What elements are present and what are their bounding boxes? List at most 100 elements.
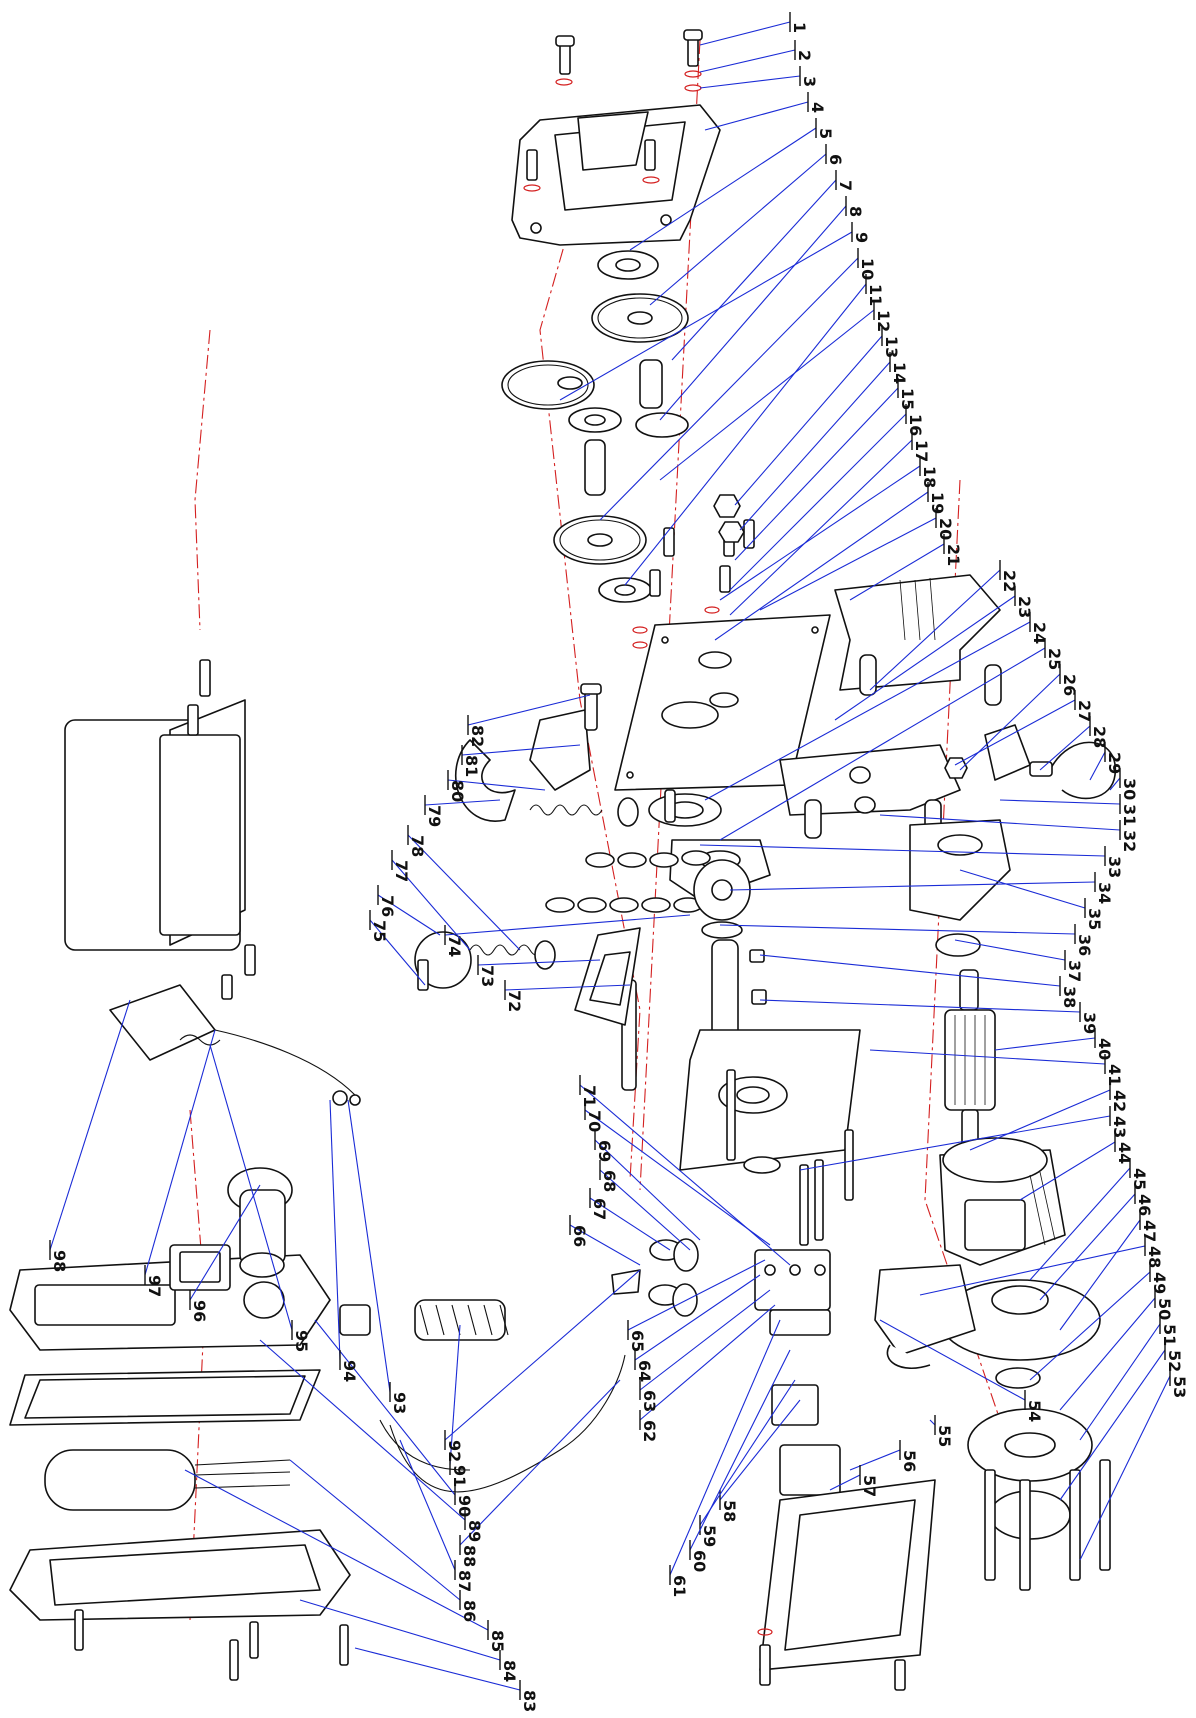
- leader-line-95: [209, 1044, 293, 1331]
- leader-line-51: [1079, 1323, 1161, 1441]
- switch-button: [169, 1244, 231, 1291]
- leader-line-74: [444, 914, 691, 936]
- leader-line-54: [879, 1319, 1026, 1401]
- leader-line-45: [1029, 1167, 1131, 1281]
- leader-line-38: [759, 954, 1061, 987]
- leader-line-73: [477, 959, 601, 966]
- callout-label-13: 13: [882, 336, 901, 358]
- terminal-block: [754, 1249, 831, 1336]
- callout-label-75: 75: [370, 920, 389, 942]
- callout-label-39: 39: [1080, 1012, 1099, 1034]
- callout-label-21: 21: [944, 544, 963, 566]
- leader-line-11: [624, 283, 867, 586]
- callout-label-71: 71: [580, 1085, 599, 1107]
- leader-line-43: [799, 1115, 1111, 1171]
- leader-line-7: [671, 179, 837, 361]
- callout-label-77: 77: [392, 860, 411, 882]
- callout-label-48: 48: [1145, 1246, 1164, 1268]
- callout-label-16: 16: [906, 414, 925, 436]
- callout-label-91: 91: [450, 1465, 469, 1487]
- leader-line-90: [314, 1319, 456, 1496]
- control-relays: [771, 1384, 841, 1496]
- leader-line-49: [1029, 1271, 1151, 1381]
- callout-label-76: 76: [378, 895, 397, 917]
- leader-line-25: [719, 647, 1046, 841]
- bearing-left: [568, 407, 622, 433]
- junction-cover: [874, 1264, 976, 1370]
- gear-plate-bolts: [632, 494, 755, 649]
- gear-mounting-plate: [614, 614, 831, 791]
- leader-line-83: [354, 1647, 521, 1691]
- leader-line-84: [299, 1599, 501, 1661]
- callout-label-92: 92: [445, 1440, 464, 1462]
- leader-line-70: [584, 1109, 771, 1246]
- leader-line-10: [599, 257, 859, 521]
- pendant-bottom-housing: [9, 1529, 351, 1621]
- callout-label-68: 68: [600, 1170, 619, 1192]
- callout-label-1: 1: [790, 22, 809, 33]
- leader-line-50: [1059, 1297, 1156, 1411]
- leader-line-6: [649, 153, 827, 306]
- fan-bearing: [995, 1367, 1041, 1389]
- callout-label-50: 50: [1155, 1298, 1174, 1320]
- leader-line-75: [369, 919, 426, 986]
- leader-line-24: [704, 621, 1031, 801]
- bearing-middle: [598, 577, 652, 603]
- leader-line-77: [391, 859, 471, 951]
- callout-label-27: 27: [1075, 700, 1094, 722]
- callout-label-64: 64: [635, 1360, 654, 1382]
- callout-label-44: 44: [1115, 1142, 1134, 1164]
- leader-line-2: [699, 49, 796, 73]
- callout-label-90: 90: [455, 1495, 474, 1517]
- output-shaft: [701, 921, 767, 1041]
- callout-label-97: 97: [145, 1275, 164, 1297]
- callout-label-83: 83: [520, 1690, 539, 1712]
- callout-label-40: 40: [1095, 1038, 1114, 1060]
- leader-line-69: [594, 1139, 701, 1241]
- leader-line-72: [504, 984, 631, 991]
- callout-label-6: 6: [826, 154, 845, 165]
- cable-gland: [339, 1299, 509, 1341]
- callout-label-3: 3: [800, 76, 819, 87]
- leader-line-79: [424, 799, 501, 806]
- leader-line-1: [699, 21, 791, 46]
- gearbox-top-cover: [511, 104, 721, 246]
- callout-label-93: 93: [390, 1392, 409, 1414]
- callout-label-56: 56: [900, 1450, 919, 1472]
- leader-line-36: [719, 924, 1076, 935]
- leader-line-94: [329, 1099, 341, 1361]
- callout-label-22: 22: [1000, 570, 1019, 592]
- leader-line-21: [849, 543, 945, 601]
- power-plug: [109, 984, 356, 1096]
- pendant-capacitor: [44, 1449, 291, 1511]
- leader-line-88: [459, 1379, 621, 1546]
- leader-line-9: [559, 231, 853, 401]
- leader-line-87: [399, 1439, 456, 1571]
- callout-label-72: 72: [505, 990, 524, 1012]
- leader-line-93: [347, 1099, 391, 1393]
- leader-line-63: [639, 1289, 771, 1391]
- leader-line-96: [189, 1184, 261, 1301]
- leader-line-67: [589, 1197, 671, 1251]
- leader-line-66: [569, 1224, 641, 1266]
- leader-line-85: [184, 1469, 489, 1631]
- callout-label-11: 11: [866, 284, 885, 306]
- leader-line-71: [579, 1084, 791, 1266]
- callout-label-36: 36: [1075, 934, 1094, 956]
- leader-line-13: [734, 335, 883, 506]
- callout-label-12: 12: [874, 310, 893, 332]
- callout-label-9: 9: [852, 232, 871, 243]
- leader-line-34: [729, 881, 1096, 891]
- leader-line-64: [634, 1274, 761, 1361]
- callout-label-63: 63: [640, 1390, 659, 1412]
- leader-line-18: [719, 465, 921, 601]
- leader-line-78: [407, 834, 521, 951]
- callout-label-15: 15: [898, 388, 917, 410]
- callout-label-7: 7: [836, 180, 855, 191]
- leader-line-76: [377, 894, 441, 936]
- leader-line-23: [834, 595, 1016, 721]
- idler-pulleys: [611, 1238, 699, 1317]
- leader-line-52: [1059, 1349, 1166, 1501]
- large-gear-upper: [591, 293, 689, 343]
